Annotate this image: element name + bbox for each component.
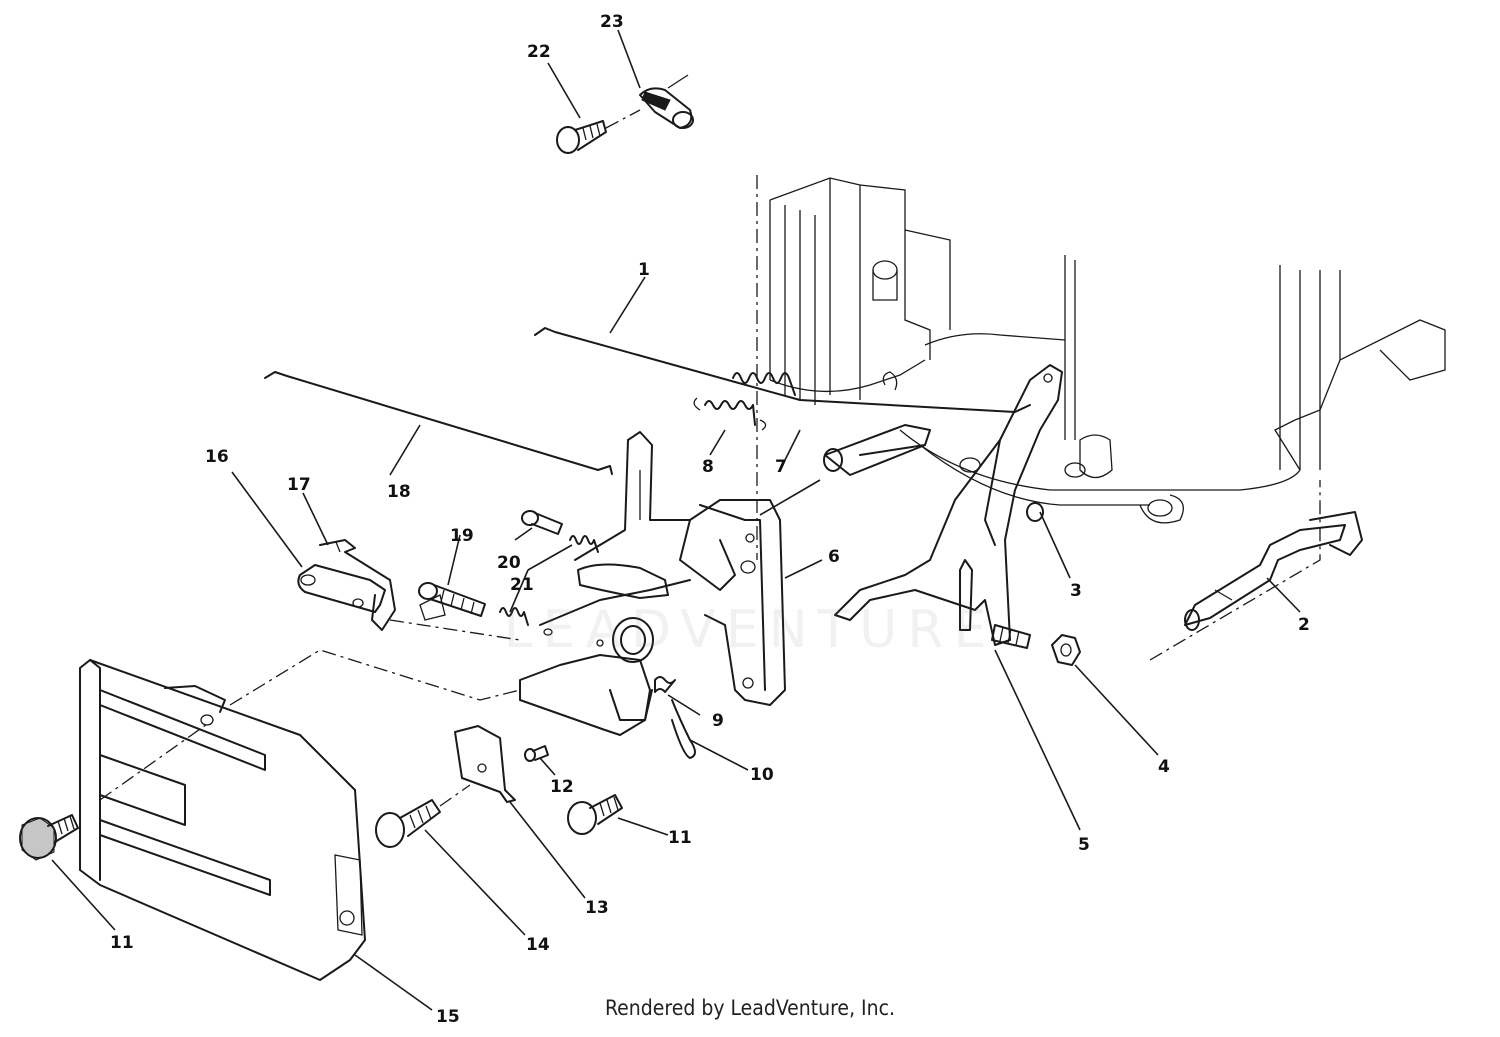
footer-credit: Rendered by LeadVenture, Inc. bbox=[605, 996, 895, 1020]
callout-22: 22 bbox=[527, 42, 551, 62]
callout-3: 3 bbox=[1070, 581, 1082, 601]
part-19-screw bbox=[418, 582, 486, 617]
callout-19: 19 bbox=[450, 526, 474, 546]
bushing-boss bbox=[823, 424, 931, 476]
part-4-nut bbox=[991, 624, 1081, 666]
part-22-screw bbox=[556, 109, 641, 154]
callout-6: 6 bbox=[828, 547, 840, 567]
part-8-spring bbox=[693, 397, 767, 431]
callout-20: 20 bbox=[497, 553, 521, 573]
callout-8: 8 bbox=[702, 457, 714, 477]
callout-16: 16 bbox=[205, 447, 229, 467]
callout-18: 18 bbox=[387, 482, 411, 502]
callout-9: 9 bbox=[712, 711, 724, 731]
callout-leaders bbox=[51, 29, 1301, 1011]
part-10-clip bbox=[671, 699, 696, 759]
part-17-choke-bracket bbox=[319, 539, 521, 641]
callout-1: 1 bbox=[638, 260, 650, 280]
callout-12: 12 bbox=[550, 777, 574, 797]
part-11-bolt-left bbox=[19, 814, 79, 861]
part-11-bolt-center bbox=[567, 794, 623, 835]
part-12-pin bbox=[524, 745, 549, 762]
callout-5: 5 bbox=[1078, 835, 1090, 855]
part-21-springs bbox=[499, 535, 599, 626]
callout-21: 21 bbox=[510, 575, 534, 595]
part-7-governor-spring bbox=[732, 372, 796, 396]
callout-labels: 1 2 3 4 5 6 7 8 9 10 11 11 12 13 14 15 1… bbox=[110, 12, 1310, 1027]
part-23-cable-clamp bbox=[639, 74, 694, 129]
part-20-screw bbox=[521, 510, 563, 535]
part-14-bolt bbox=[375, 784, 471, 848]
callout-17: 17 bbox=[287, 475, 311, 495]
part-18-choke-rod bbox=[264, 371, 613, 475]
engine-block-outline bbox=[756, 175, 1446, 661]
part-16-choke-lever bbox=[297, 564, 386, 613]
part-6-control-bracket bbox=[519, 431, 786, 736]
callout-7: 7 bbox=[775, 457, 787, 477]
callout-14: 14 bbox=[526, 935, 550, 955]
callout-15: 15 bbox=[436, 1007, 460, 1027]
part-13-plate bbox=[454, 725, 516, 803]
part-9-spring bbox=[654, 676, 676, 693]
part-1-governor-rod bbox=[534, 327, 1031, 413]
part-15-cover-plate bbox=[79, 649, 521, 981]
callout-11-center: 11 bbox=[668, 828, 692, 848]
callout-10: 10 bbox=[750, 765, 774, 785]
part-3-washer bbox=[1026, 502, 1044, 522]
part-5-throttle-lever bbox=[834, 364, 1063, 646]
part-2-lever bbox=[1184, 511, 1363, 631]
callout-11-left: 11 bbox=[110, 933, 134, 953]
callout-13: 13 bbox=[585, 898, 609, 918]
callout-2: 2 bbox=[1298, 615, 1310, 635]
callout-4: 4 bbox=[1158, 757, 1170, 777]
callout-23: 23 bbox=[600, 12, 624, 32]
